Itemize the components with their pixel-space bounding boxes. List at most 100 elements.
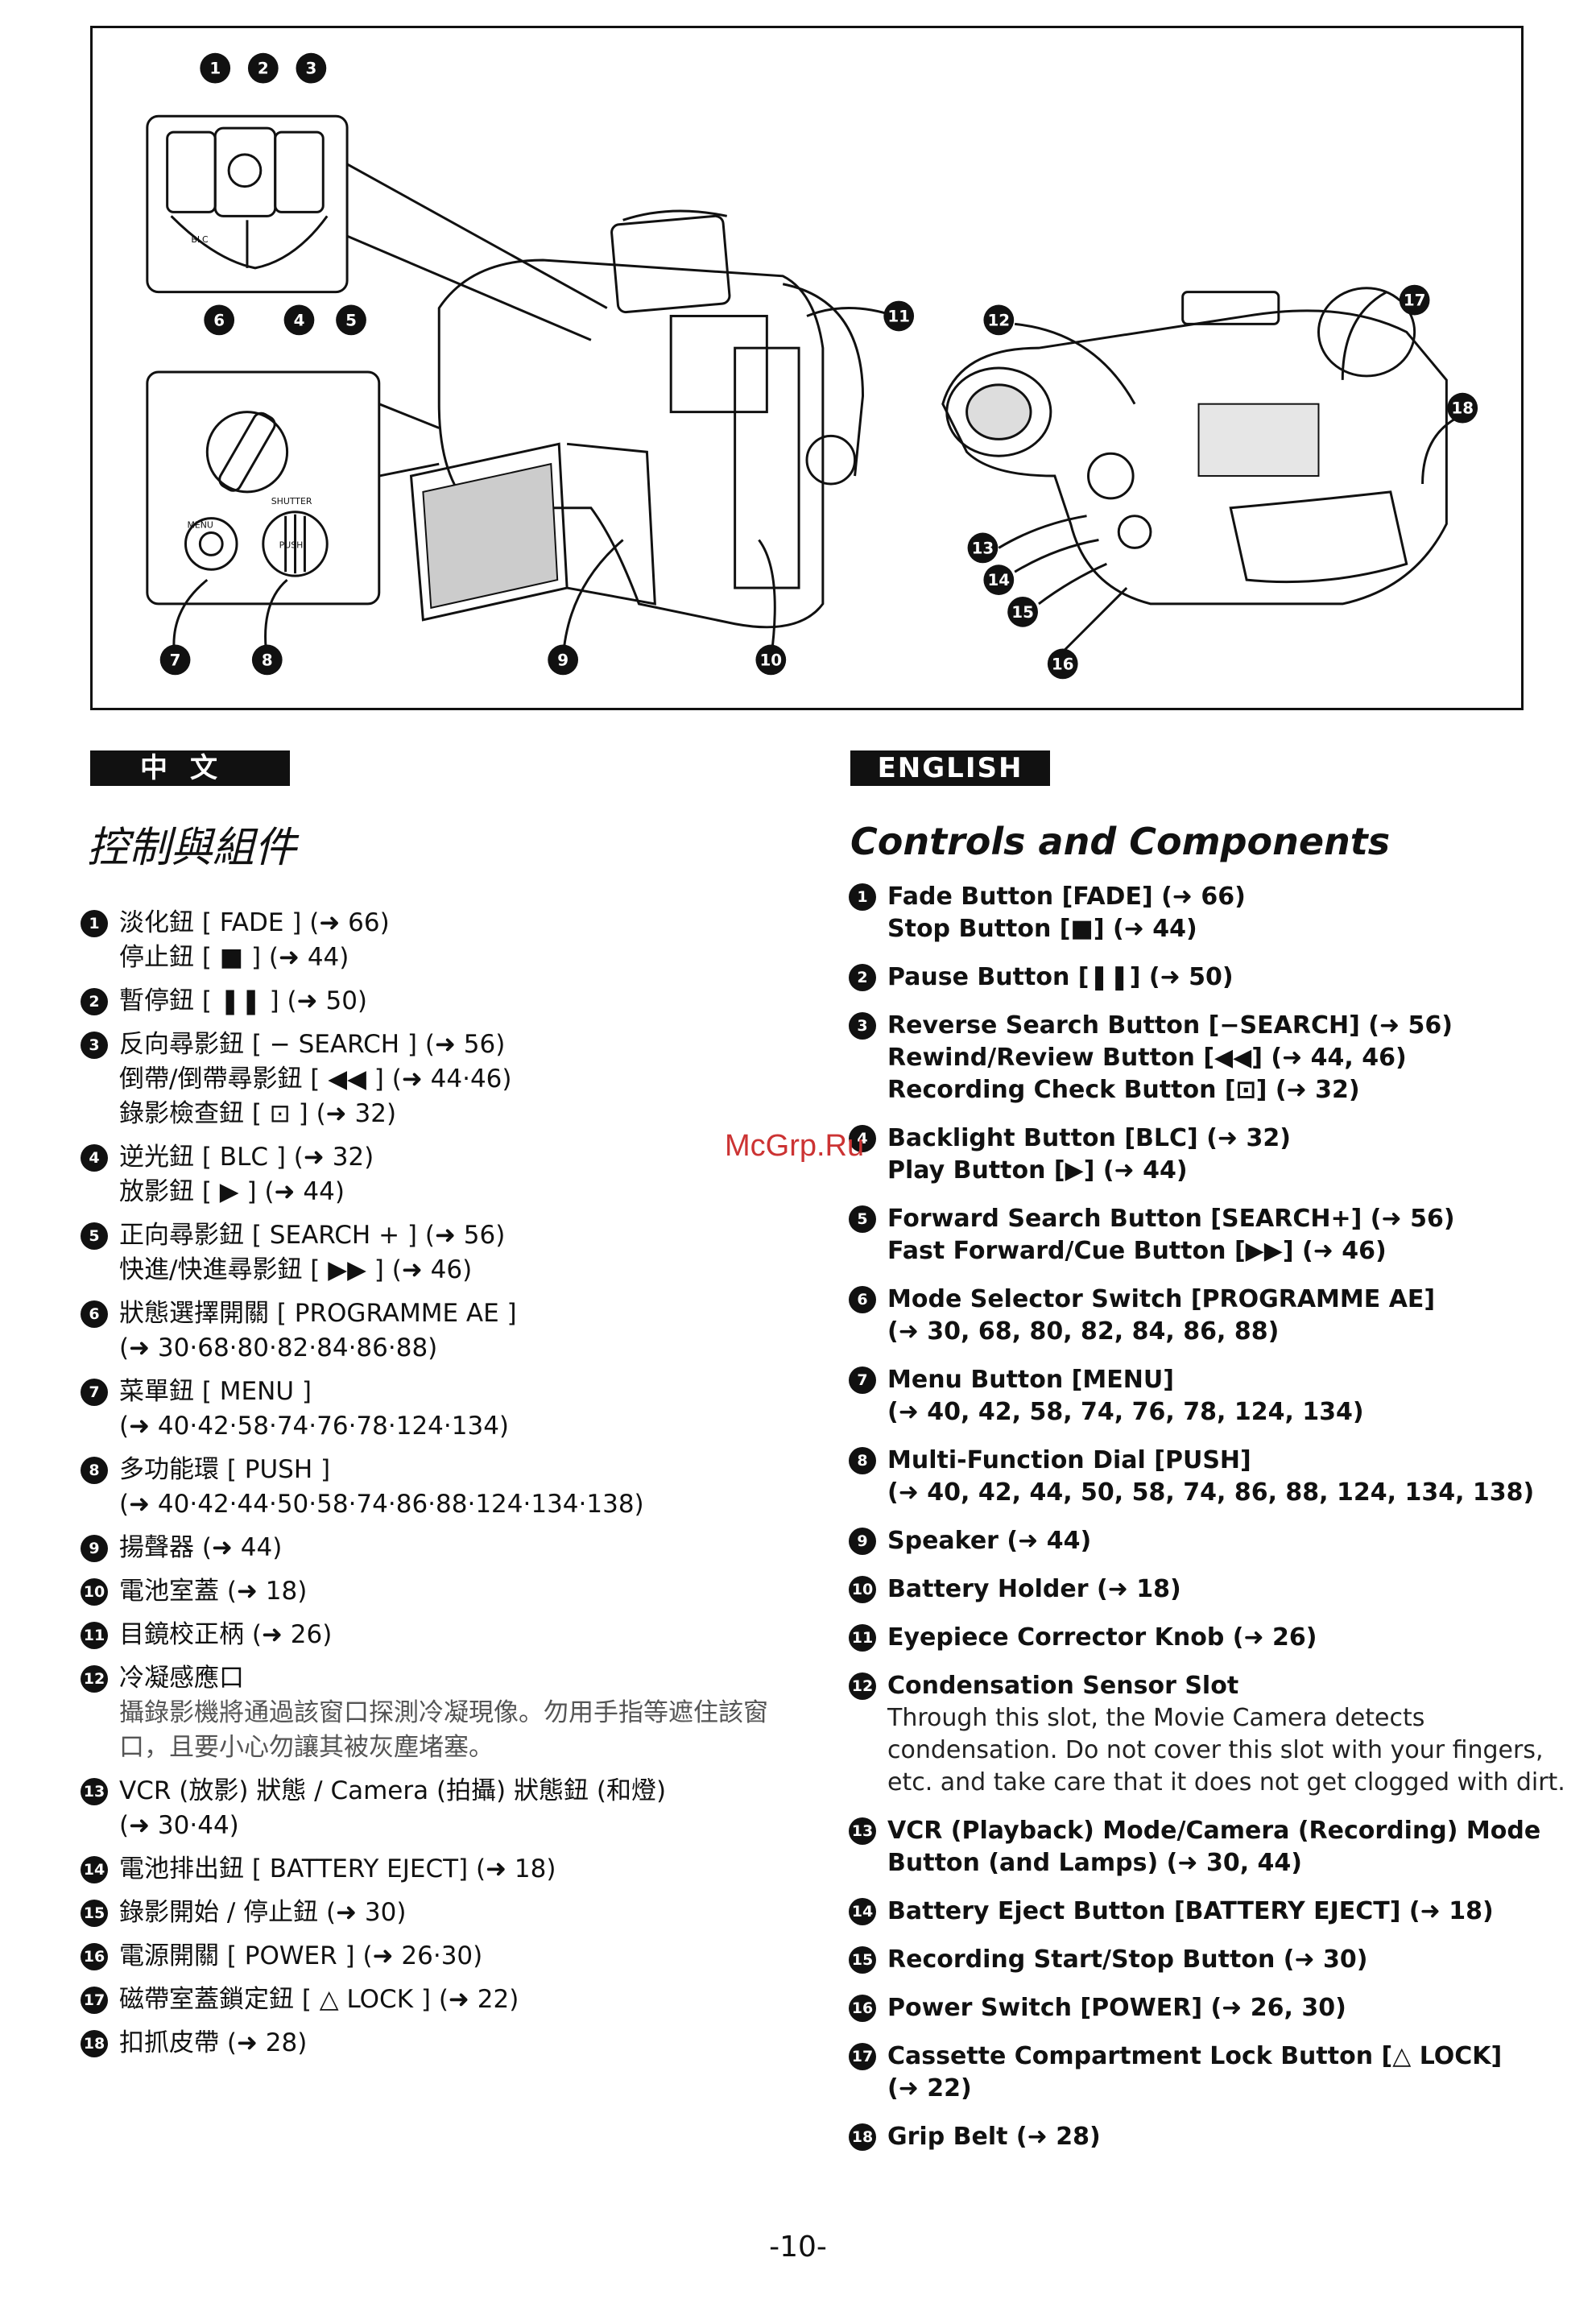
- component-item: 4 逆光鈕 [ BLC ] (➜ 32) 放影鈕 [ ▶ ] (➜ 44): [81, 1140, 765, 1209]
- item-text-line: 錄影檢查鈕 [ ⊡ ] (➜ 32): [119, 1099, 397, 1128]
- item-text-line: 電源開關 [ POWER ] (➜ 26·30): [119, 1941, 483, 1970]
- item-description: 攝錄影機將通過該窗口探測冷凝現像。勿用手指等遮住該窗口，且要小心勿讓其被灰塵堵塞…: [119, 1698, 768, 1762]
- grip-belt-outline: [1229, 490, 1408, 584]
- english-section-tag: ENGLISH: [850, 750, 1050, 786]
- item-text-line: 反向尋影鈕 [ − SEARCH ] (➜ 56): [119, 1030, 506, 1059]
- item-number-badge: 9: [849, 1528, 876, 1555]
- item-text-line: 逆光鈕 [ BLC ] (➜ 32): [119, 1143, 374, 1172]
- item-text-line: (➜ 40, 42, 58, 74, 76, 78, 124, 134): [887, 1398, 1364, 1426]
- camera-diagram-figure: 1 2 3 4 5 6 7 8 9 10 11 12 13 14 15 16 1…: [90, 26, 1524, 710]
- callout-14: 14: [983, 564, 1015, 595]
- menu-panel-label: MENU: [187, 520, 213, 531]
- svg-text:8: 8: [262, 651, 273, 669]
- item-description: Through this slot, the Movie Camera dete…: [887, 1704, 1565, 1797]
- item-text-line: Backlight Button [BLC] (➜ 32): [887, 1124, 1291, 1152]
- svg-text:16: 16: [1052, 655, 1074, 673]
- svg-text:17: 17: [1404, 291, 1426, 310]
- item-text-line: (➜ 30, 68, 80, 82, 84, 86, 88): [887, 1317, 1280, 1346]
- item-text-line: 快進/快進尋影鈕 [ ▶▶ ] (➜ 46): [119, 1255, 473, 1284]
- item-text-line: 多功能環 [ PUSH ]: [119, 1455, 331, 1484]
- item-number-badge: 2: [849, 964, 876, 991]
- item-text-line: Fast Forward/Cue Button [▶▶] (➜ 46): [887, 1237, 1387, 1265]
- item-text-line: 停止鈕 [ ■ ] (➜ 44): [119, 943, 349, 972]
- item-number-badge: 3: [849, 1012, 876, 1040]
- svg-text:15: 15: [1011, 603, 1034, 622]
- item-text-line: Pause Button [❚❚] (➜ 50): [887, 963, 1234, 991]
- item-number-badge: 7: [849, 1367, 876, 1394]
- svg-text:13: 13: [972, 539, 994, 557]
- svg-text:6: 6: [213, 311, 225, 329]
- svg-text:14: 14: [987, 571, 1010, 589]
- item-text-line: Speaker (➜ 44): [887, 1527, 1092, 1555]
- item-text-line: 扣抓皮帶 (➜ 28): [119, 2028, 308, 2057]
- svg-text:12: 12: [987, 311, 1010, 329]
- callout-16: 16: [1047, 648, 1078, 680]
- item-number-badge: 9: [81, 1535, 108, 1562]
- item-text-line: Button (and Lamps) (➜ 30, 44): [887, 1849, 1302, 1877]
- callout-2: 2: [247, 52, 279, 84]
- item-number-badge: 14: [849, 1898, 876, 1925]
- item-text-line: Multi-Function Dial [PUSH]: [887, 1446, 1251, 1474]
- svg-text:11: 11: [887, 307, 910, 325]
- item-number-badge: 16: [849, 1995, 876, 2022]
- callout-3: 3: [296, 52, 327, 84]
- page-number: -10-: [769, 2231, 827, 2264]
- item-text-line: Grip Belt (➜ 28): [887, 2123, 1101, 2151]
- item-text-line: Reverse Search Button [−SEARCH] (➜ 56): [887, 1011, 1453, 1040]
- item-text-line: (➜ 30·44): [119, 1811, 239, 1840]
- item-number-badge: 4: [81, 1144, 108, 1172]
- item-text-line: 放影鈕 [ ▶ ] (➜ 44): [119, 1177, 345, 1206]
- component-item: 9 Speaker (➜ 44): [849, 1525, 1573, 1557]
- item-text-line: Battery Eject Button [BATTERY EJECT] (➜ …: [887, 1897, 1494, 1925]
- item-number-badge: 14: [81, 1856, 108, 1883]
- english-title: Controls and Components: [850, 820, 1391, 863]
- item-number-badge: 2: [81, 988, 108, 1015]
- svg-text:10: 10: [760, 651, 783, 669]
- svg-text:2: 2: [258, 60, 269, 78]
- item-number-badge: 8: [81, 1457, 108, 1484]
- callout-1: 1: [200, 52, 231, 84]
- callout-15: 15: [1007, 596, 1038, 627]
- item-number-badge: 12: [81, 1665, 108, 1693]
- callout-11: 11: [883, 300, 915, 332]
- svg-text:1: 1: [209, 60, 221, 78]
- item-number-badge: 6: [81, 1300, 108, 1328]
- svg-text:7: 7: [170, 651, 181, 669]
- item-number-badge: 12: [849, 1672, 876, 1700]
- callout-6: 6: [204, 304, 235, 336]
- item-text-line: Play Button [▶] (➜ 44): [887, 1156, 1188, 1185]
- item-number-badge: 15: [81, 1900, 108, 1927]
- item-text-line: Condensation Sensor Slot: [887, 1672, 1239, 1700]
- item-number-badge: 7: [81, 1379, 108, 1406]
- shutter-panel-label: SHUTTER: [271, 496, 312, 506]
- callout-13: 13: [967, 532, 999, 564]
- svg-text:4: 4: [294, 311, 305, 329]
- svg-text:18: 18: [1451, 399, 1474, 418]
- item-text-line: 倒帶/倒帶尋影鈕 [ ◀◀ ] (➜ 44·46): [119, 1065, 512, 1094]
- item-number-badge: 5: [849, 1205, 876, 1233]
- item-number-badge: 10: [849, 1576, 876, 1603]
- item-text-line: 冷凝感應口: [119, 1664, 244, 1693]
- item-text-line: Eyepiece Corrector Knob (➜ 26): [887, 1623, 1317, 1652]
- mode-panel-outline: [146, 370, 381, 606]
- item-text-line: 磁帶室蓋鎖定鈕 [ △ LOCK ] (➜ 22): [119, 1985, 519, 2014]
- item-number-badge: 18: [849, 2123, 876, 2151]
- component-item: 18 Grip Belt (➜ 28): [849, 2121, 1573, 2153]
- item-text-line: 正向尋影鈕 [ SEARCH + ] (➜ 56): [119, 1221, 506, 1250]
- item-text-line: VCR (放影) 狀態 / Camera (拍攝) 狀態鈕 (和燈): [119, 1776, 667, 1805]
